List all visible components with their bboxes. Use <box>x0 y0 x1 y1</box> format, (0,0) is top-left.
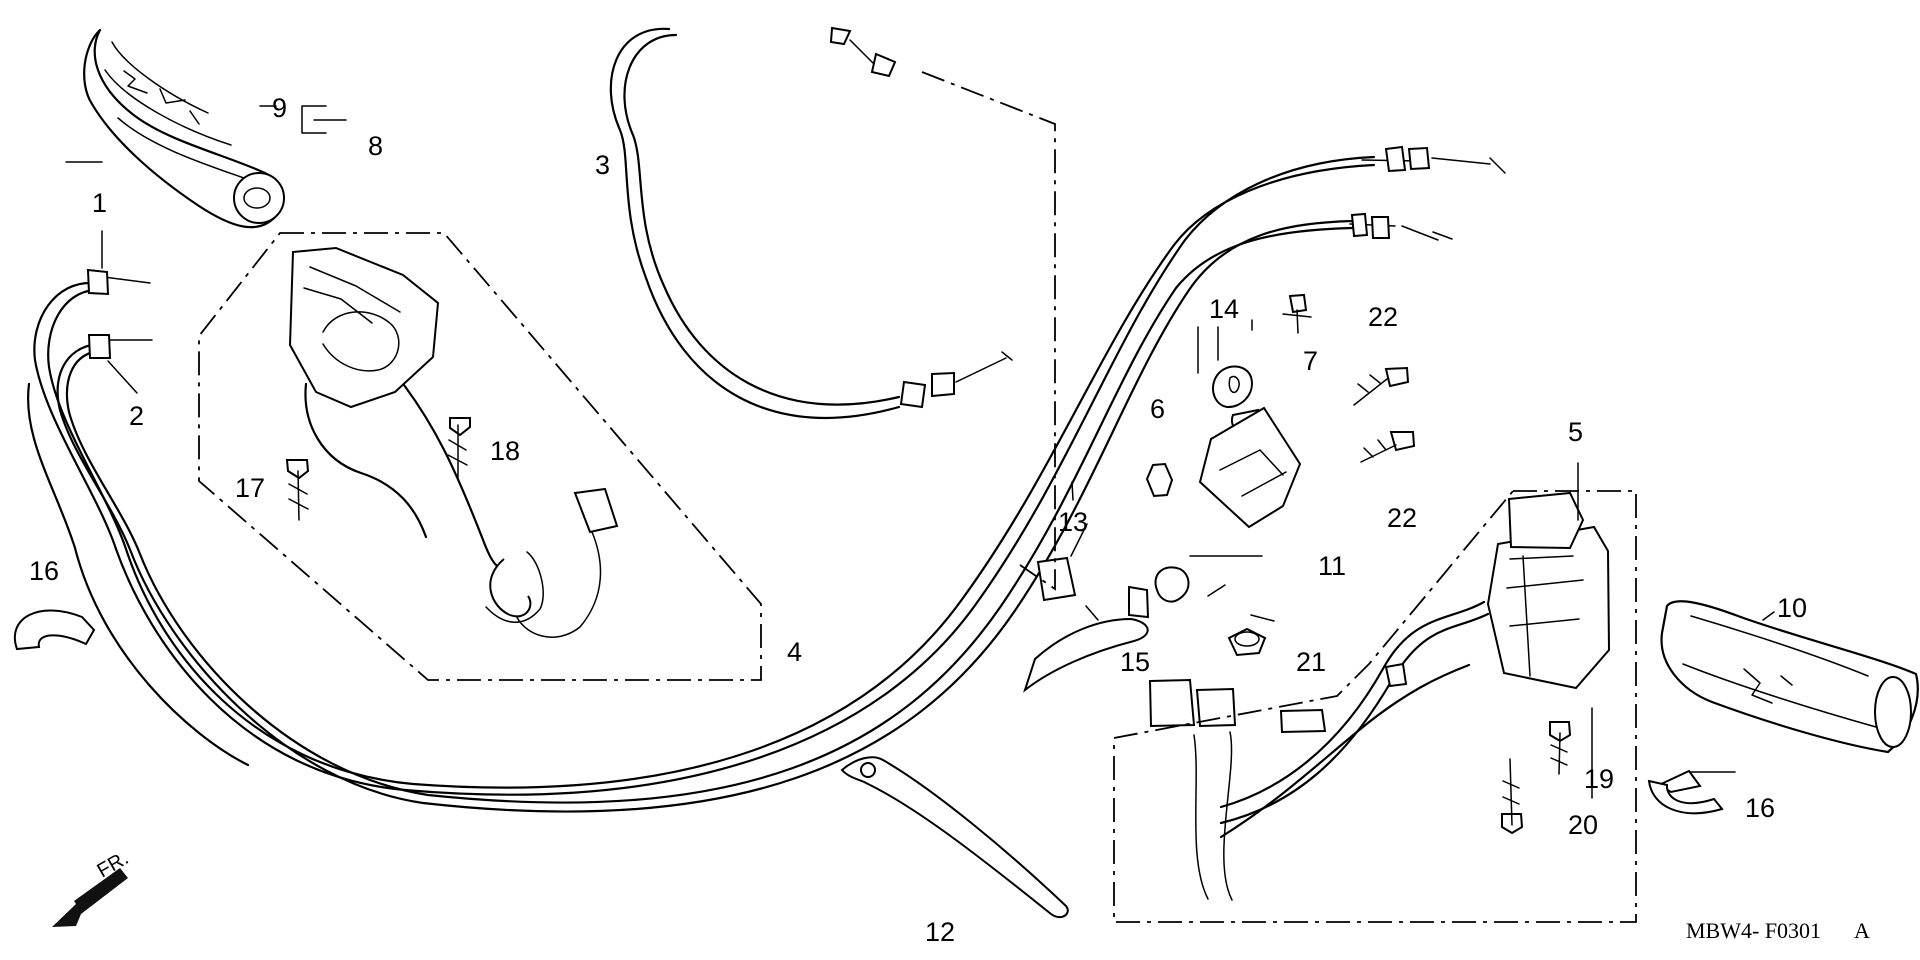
brake-lever-parts <box>1023 293 1312 693</box>
callout-2: 2 <box>129 401 144 431</box>
drawing-code: MBW4- F0301 <box>1686 918 1821 943</box>
leader-lines <box>65 105 1775 799</box>
callout-16-right: 16 <box>1745 793 1775 823</box>
brake-lever <box>840 756 1069 919</box>
callout-20: 20 <box>1568 810 1598 840</box>
callout-16-left: 16 <box>29 556 59 586</box>
hose-clamps <box>14 609 1724 815</box>
callout-22-top: 22 <box>1368 302 1398 332</box>
callout-15: 15 <box>1120 647 1150 677</box>
callout-14: 14 <box>1209 294 1239 324</box>
left-switch-group-box <box>198 232 762 681</box>
drawing-revision: A <box>1854 918 1870 943</box>
callout-3: 3 <box>595 150 610 180</box>
callout-5: 5 <box>1568 417 1583 447</box>
callout-8: 8 <box>368 131 383 161</box>
right-switch-housing <box>1148 491 1611 901</box>
callout-13: 13 <box>1058 507 1088 537</box>
clutch-cables <box>27 145 1506 813</box>
bolts <box>285 366 1572 835</box>
callout-22-bottom: 22 <box>1387 503 1417 533</box>
right-grip <box>1660 600 1919 754</box>
callout-11: 11 <box>1318 551 1346 581</box>
callout-1: 1 <box>92 188 107 218</box>
callout-17: 17 <box>235 473 265 503</box>
left-grip <box>83 28 285 229</box>
callout-19: 19 <box>1584 764 1614 794</box>
callout-10: 10 <box>1777 593 1807 623</box>
callout-6: 6 <box>1150 394 1165 424</box>
callout-4: 4 <box>787 637 802 667</box>
front-direction-arrow: FR. <box>52 847 132 927</box>
right-switch-group-box <box>1113 490 1637 923</box>
left-switch-housing <box>288 246 619 638</box>
callout-7: 7 <box>1303 346 1318 376</box>
callout-9: 9 <box>272 93 287 123</box>
callout-18: 18 <box>490 436 520 466</box>
callout-12: 12 <box>925 917 955 947</box>
callout-21: 21 <box>1296 647 1326 677</box>
throttle-cable <box>609 26 1013 420</box>
